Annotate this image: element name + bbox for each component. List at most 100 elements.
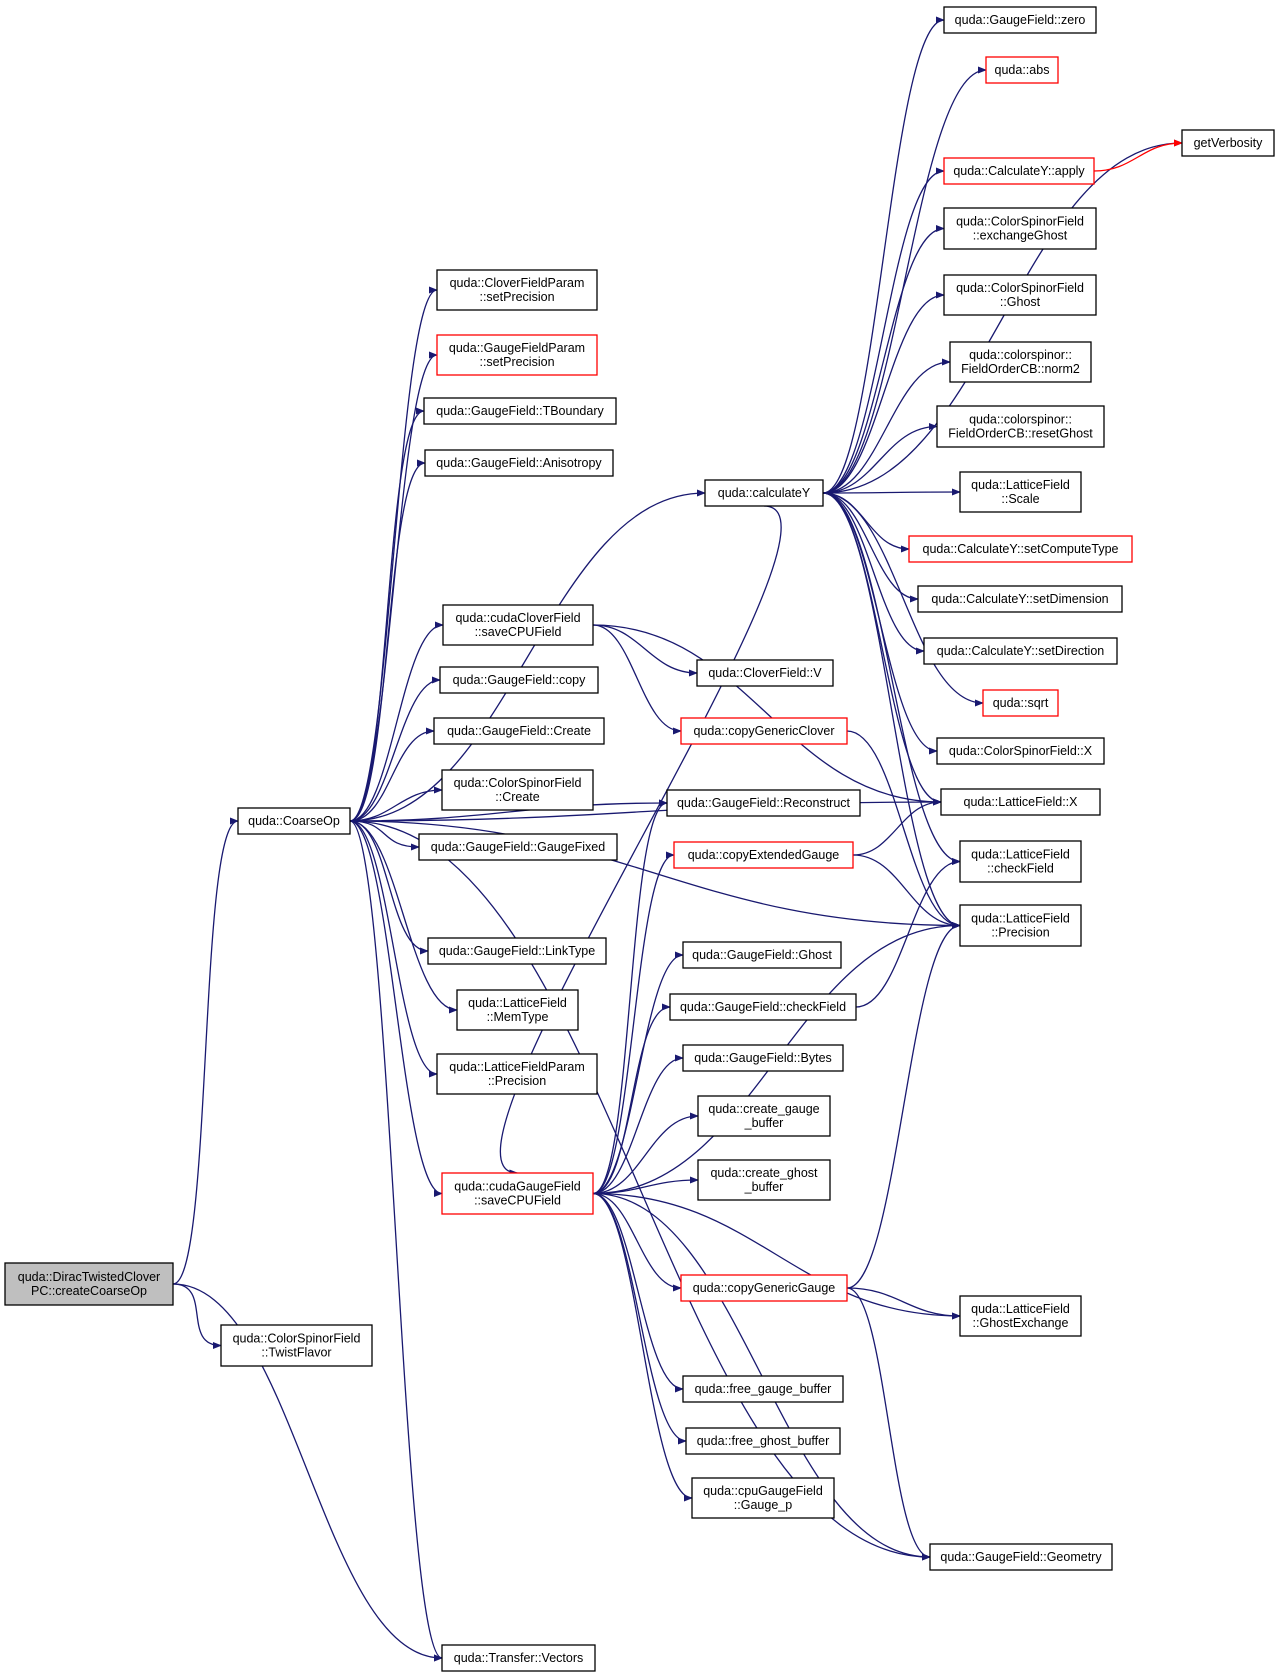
node-focb-resetghost[interactable]: quda::colorspinor::FieldOrderCB::resetGh…	[936, 405, 1105, 448]
edge-path	[592, 951, 684, 1195]
node-csf-exchangeghost[interactable]: quda::ColorSpinorField::exchangeGhost	[943, 207, 1097, 250]
node-box	[418, 833, 618, 861]
node-cy-setdirection[interactable]: quda::CalculateY::setDirection	[923, 637, 1118, 665]
node-abs[interactable]: quda::abs	[985, 56, 1059, 84]
node-cfp-setprec[interactable]: quda::CloverFieldParam::setPrecision	[436, 269, 598, 311]
node-create-ghost-buffer[interactable]: quda::create_ghost_buffer	[697, 1159, 831, 1201]
node-label: quda::GaugeField::LinkType	[439, 944, 595, 958]
edge-coarseop-to-ccf_save	[349, 621, 444, 822]
node-tboundary[interactable]: quda::GaugeField::TBoundary	[423, 397, 617, 425]
node-box	[673, 841, 854, 869]
node-label: quda::GaugeField::Geometry	[940, 1550, 1102, 1564]
edge-coarseop-to-memtype	[349, 820, 458, 1014]
edge-path	[846, 1287, 961, 1320]
edge-cgf_save-to-copygenericgauge	[592, 1192, 682, 1292]
node-box	[685, 1427, 841, 1455]
node-box	[237, 807, 351, 835]
node-lf-checkfield[interactable]: quda::LatticeField::checkField	[959, 840, 1082, 883]
node-lfp-prec[interactable]: quda::LatticeFieldParam::Precision	[436, 1053, 598, 1095]
node-box	[704, 479, 824, 507]
node-memtype[interactable]: quda::LatticeField::MemType	[456, 989, 579, 1031]
node-label: quda::GaugeField::Create	[447, 724, 591, 738]
node-box	[697, 1159, 831, 1201]
node-sqrt[interactable]: quda::sqrt	[982, 689, 1059, 717]
node-linktype[interactable]: quda::GaugeField::LinkType	[427, 937, 607, 965]
node-calculatey[interactable]: quda::calculateY	[704, 479, 824, 507]
node-label: quda::colorspinor::	[969, 348, 1072, 362]
edge-path	[855, 857, 961, 1008]
node-cy-setcomputetype[interactable]: quda::CalculateY::setComputeType	[908, 535, 1133, 563]
node-anisotropy[interactable]: quda::GaugeField::Anisotropy	[424, 449, 614, 477]
node-focb-norm2[interactable]: quda::colorspinor::FieldOrderCB::norm2	[949, 341, 1092, 383]
node-lf-ghostexchange[interactable]: quda::LatticeField::GhostExchange	[959, 1295, 1082, 1337]
edge-path	[822, 492, 961, 866]
node-cf-v[interactable]: quda::CloverField::V	[696, 659, 834, 687]
node-root[interactable]: quda::DiracTwistedCloverPC::createCoarse…	[4, 1262, 174, 1306]
node-gf-checkfield[interactable]: quda::GaugeField::checkField	[669, 993, 857, 1021]
edge-path	[592, 624, 942, 806]
node-cy-setdimension[interactable]: quda::CalculateY::setDimension	[917, 585, 1123, 613]
node-copyextended[interactable]: quda::copyExtendedGauge	[673, 841, 854, 869]
node-gauge-p[interactable]: quda::cpuGaugeField::Gauge_p	[691, 1477, 835, 1519]
edge-path	[822, 139, 1183, 494]
edge-calculatey-to-sqrt	[822, 492, 984, 707]
node-label: ::saveCPUField	[474, 1194, 561, 1208]
node-gaugefixed[interactable]: quda::GaugeField::GaugeFixed	[418, 833, 618, 861]
edge-copygenericgauge-to-lf_precision	[846, 921, 961, 1289]
node-csf-ghost[interactable]: quda::ColorSpinorField::Ghost	[943, 274, 1097, 316]
node-getverbosity[interactable]: getVerbosity	[1181, 129, 1275, 157]
node-coarseop[interactable]: quda::CoarseOp	[237, 807, 351, 835]
edge-path	[592, 1192, 687, 1445]
node-gf-create[interactable]: quda::GaugeField::Create	[433, 717, 605, 745]
node-gf-geometry[interactable]: quda::GaugeField::Geometry	[929, 1543, 1113, 1571]
node-vectors[interactable]: quda::Transfer::Vectors	[441, 1644, 596, 1672]
edge-calculatey-to-lf_scale	[822, 488, 961, 496]
node-box	[4, 1262, 174, 1306]
edge-cgf_save-to-free_gauge_buffer	[592, 1192, 684, 1393]
node-label: ::setPrecision	[479, 290, 554, 304]
edge-path	[349, 820, 443, 1662]
node-lf-scale[interactable]: quda::LatticeField::Scale	[959, 471, 1082, 513]
node-box	[441, 1172, 594, 1215]
node-gf-bytes[interactable]: quda::GaugeField::Bytes	[682, 1044, 844, 1072]
node-label: quda::copyExtendedGauge	[688, 848, 840, 862]
node-label: quda::DiracTwistedClover	[18, 1270, 160, 1284]
node-create-gauge-buffer[interactable]: quda::create_gauge_buffer	[697, 1095, 831, 1137]
edge-calculatey-to-cgf_save	[499, 505, 782, 1177]
edge-path	[349, 820, 438, 1078]
node-gf-copy[interactable]: quda::GaugeField::copy	[439, 666, 599, 694]
node-twistflavor[interactable]: quda::ColorSpinorField::TwistFlavor	[220, 1324, 373, 1367]
edge-coarseop-to-reconstruct	[349, 799, 668, 822]
node-label: quda::LatticeField	[971, 478, 1070, 492]
edge-coarseop-to-linktype	[349, 820, 429, 955]
node-cy-apply[interactable]: quda::CalculateY::apply	[943, 157, 1095, 185]
edge-path	[349, 786, 443, 822]
node-box	[1181, 129, 1275, 157]
edge-path	[846, 921, 961, 1289]
edge-path	[822, 224, 945, 494]
node-csf-x[interactable]: quda::ColorSpinorField::X	[936, 737, 1105, 765]
node-box	[943, 157, 1095, 185]
node-free-gauge-buffer[interactable]: quda::free_gauge_buffer	[682, 1375, 844, 1403]
node-label: ::setPrecision	[479, 355, 554, 369]
edge-path	[822, 492, 910, 553]
node-gfp-setprec[interactable]: quda::GaugeFieldParam::setPrecision	[436, 334, 598, 376]
node-label: quda::GaugeField::Ghost	[692, 948, 832, 962]
node-gf-ghost[interactable]: quda::GaugeField::Ghost	[682, 941, 842, 969]
node-csf-create[interactable]: quda::ColorSpinorField::Create	[441, 769, 594, 811]
node-lf-x[interactable]: quda::LatticeField::X	[940, 788, 1101, 816]
node-free-ghost-buffer[interactable]: quda::free_ghost_buffer	[685, 1427, 841, 1455]
node-copygenericclover[interactable]: quda::copyGenericClover	[680, 717, 848, 745]
node-cgf-save[interactable]: quda::cudaGaugeField::saveCPUField	[441, 1172, 594, 1215]
edge-path	[499, 505, 782, 1177]
node-box	[959, 471, 1082, 513]
node-label: quda::sqrt	[993, 696, 1049, 710]
node-copygenericgauge[interactable]: quda::copyGenericGauge	[680, 1274, 848, 1302]
node-lf-precision[interactable]: quda::LatticeField::Precision	[959, 904, 1082, 947]
node-label: quda::CoarseOp	[248, 814, 340, 828]
node-reconstruct[interactable]: quda::GaugeField::Reconstruct	[666, 789, 861, 817]
node-gf-zero[interactable]: quda::GaugeField::zero	[943, 6, 1097, 34]
node-ccf-save[interactable]: quda::cudaCloverField::saveCPUField	[442, 604, 594, 646]
node-label: quda::ColorSpinorField	[454, 776, 582, 790]
edge-calculatey-to-gf_zero	[822, 16, 945, 494]
